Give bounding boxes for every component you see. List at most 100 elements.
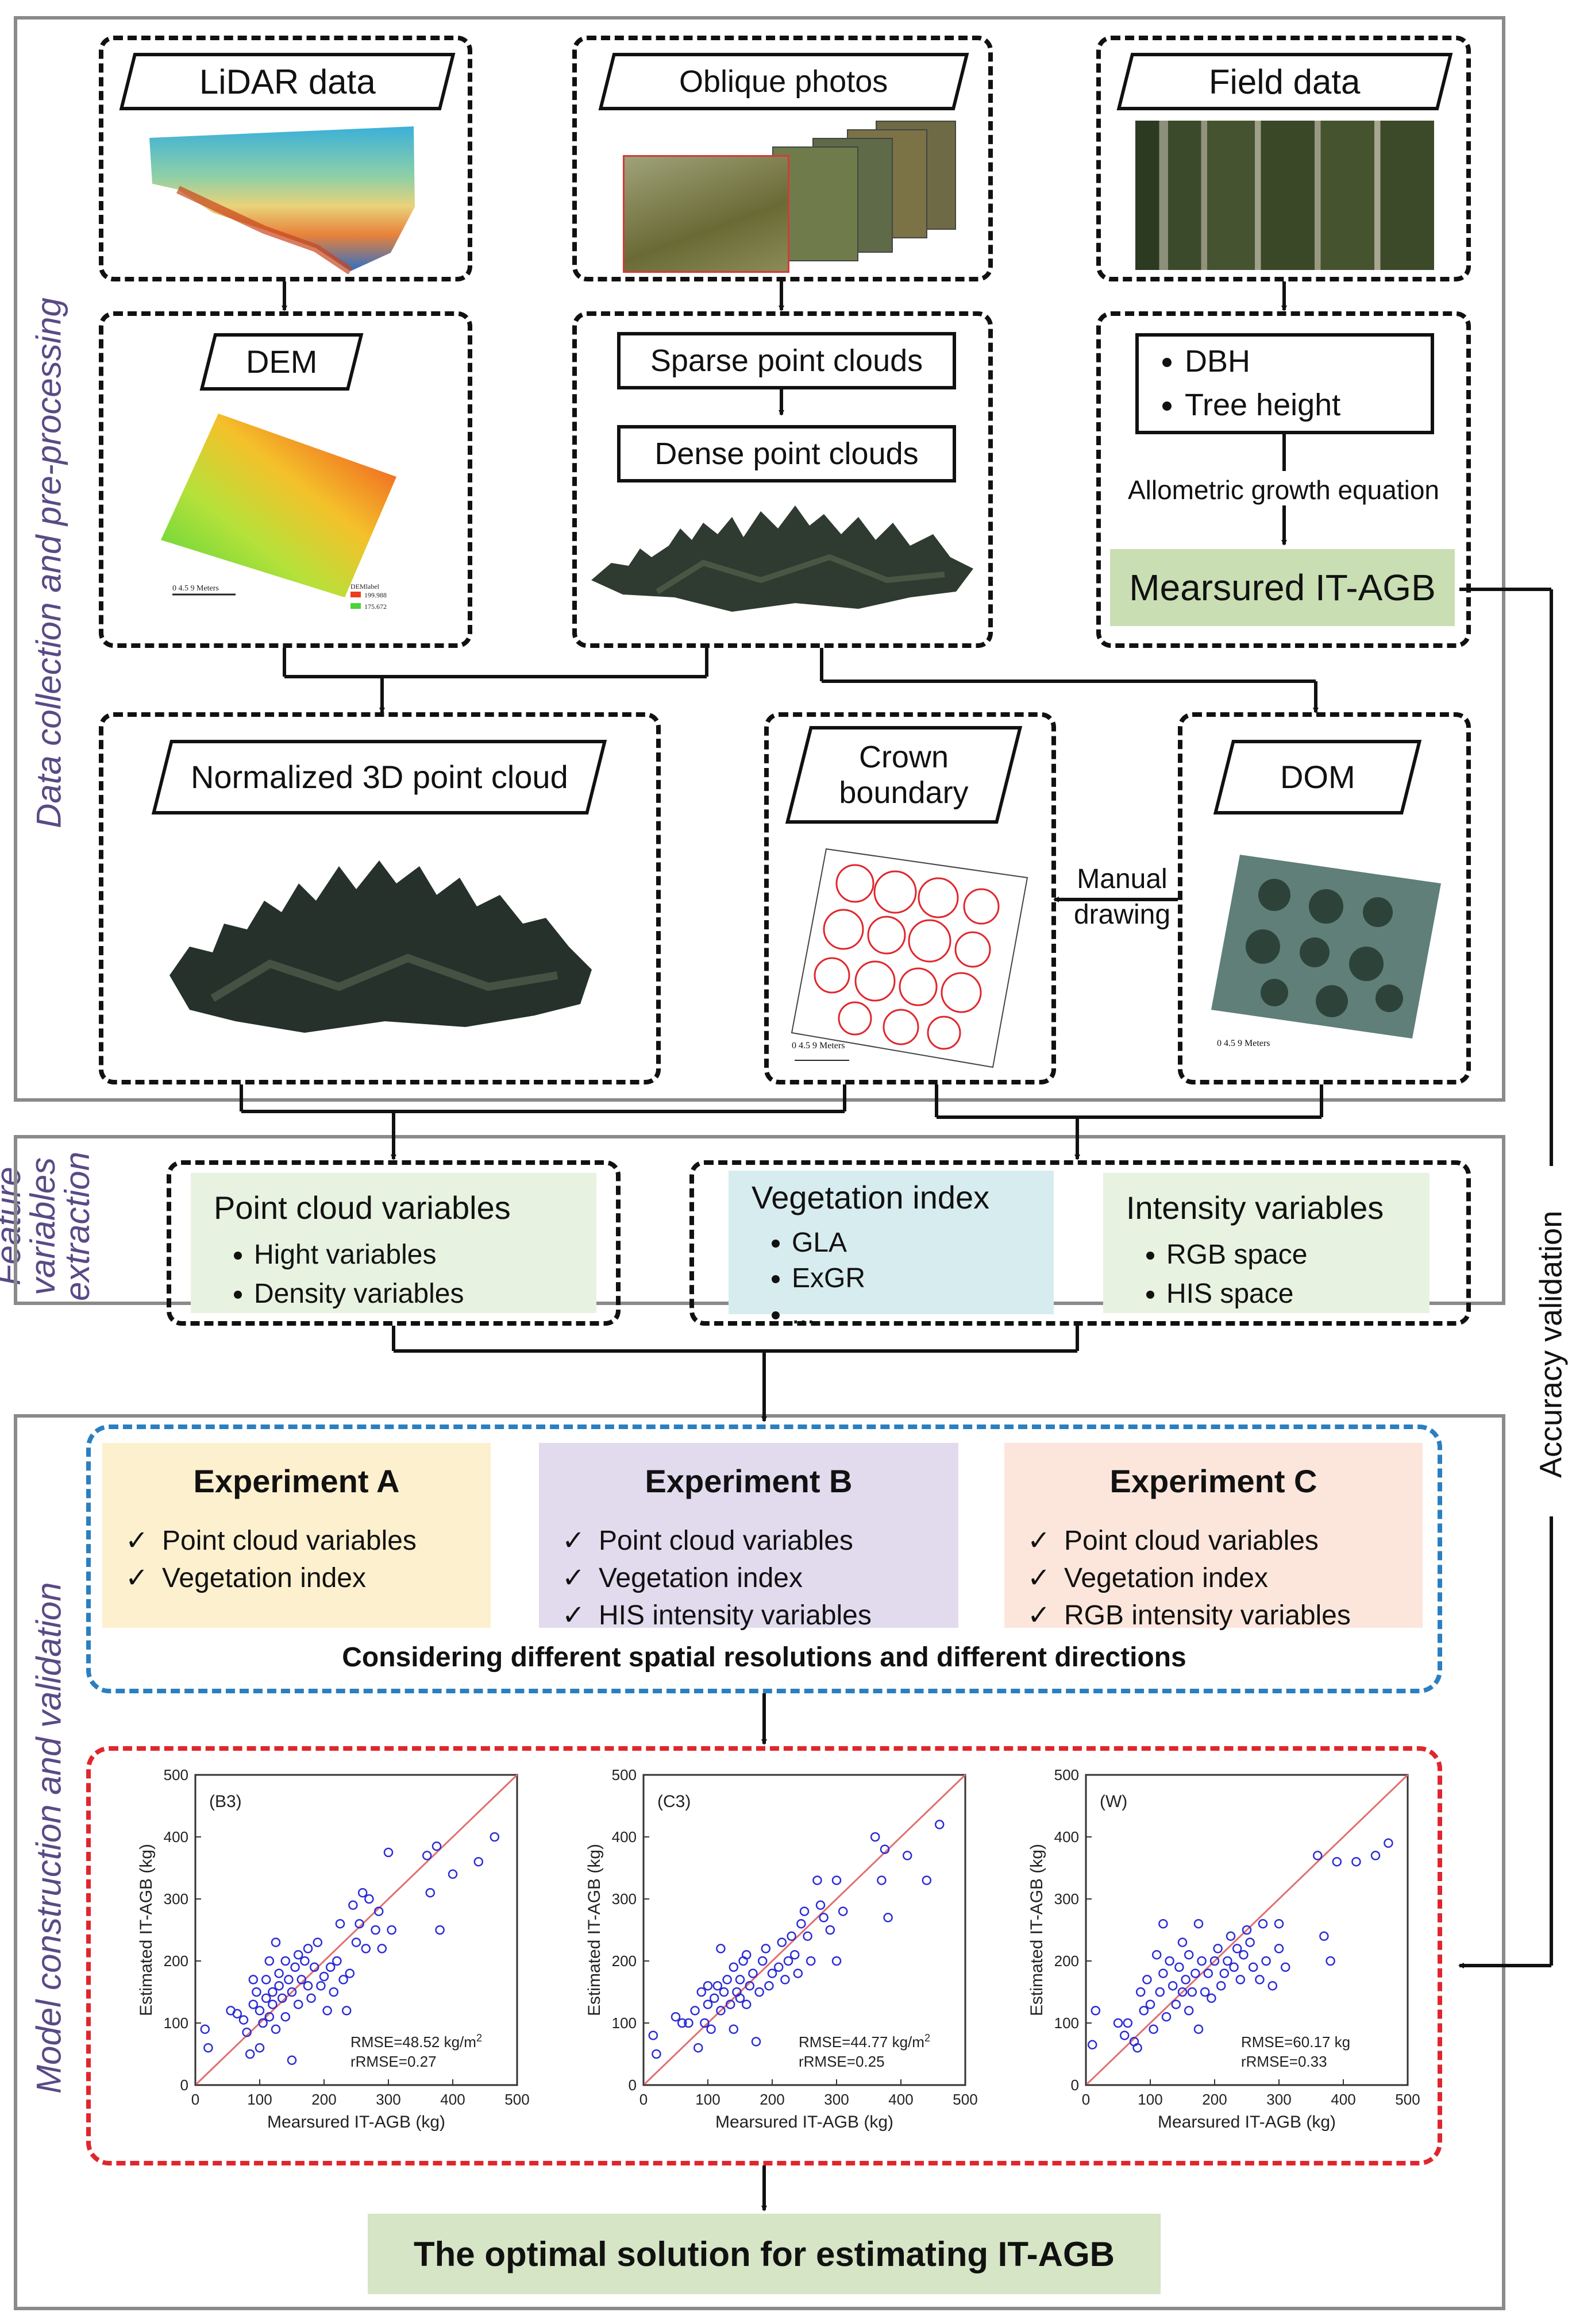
data-point [264,1956,275,1966]
data-point [1161,2012,1172,2022]
data-point [1216,1981,1226,1991]
data-point [783,1956,793,1966]
validation-charts-box [86,1746,1442,2165]
lidar-image [149,126,415,275]
y-tick-label: 300 [1054,1890,1079,1908]
data-point [1239,1949,1249,1960]
data-point [255,2006,265,2016]
data-point [490,1832,500,1842]
data-point [741,1999,752,2009]
dom-scale: 0 4.5 9 Meters [1217,1039,1270,1048]
one-to-one-line [642,1774,966,2086]
data-point [425,1887,436,1898]
rrmse-label: rRMSE=0.27 [350,2053,437,2070]
data-point [1184,2006,1194,2016]
data-point [877,1875,887,1885]
intensity-rgb: RGB space [1166,1236,1407,1275]
intensity-his: HIS space [1166,1275,1407,1314]
data-point [696,1987,707,1997]
data-point [1232,1944,1242,1954]
data-point [280,2012,291,2022]
rmse-label: RMSE=60.17 kg [1241,2033,1350,2051]
data-point [1326,1956,1335,1966]
data-point [200,2024,210,2035]
model-panel [14,1414,1505,2310]
data-point [780,1975,790,1985]
y-tick-label: 500 [1054,1766,1079,1783]
data-point [1158,1918,1168,1929]
data-point [1258,1918,1268,1929]
normalized-cloud-image [169,860,592,1033]
vegetation-index: Vegetation index GLA ExGR ... [729,1171,1054,1330]
x-tick-label: 400 [888,2091,913,2108]
y-tick-label: 400 [164,1828,188,1846]
data-point [364,1894,374,1904]
data-point [883,1913,893,1922]
data-point [1280,1962,1290,1972]
dem-legend-title: DEMlabel [350,582,380,590]
data-point [293,1949,303,1960]
dom-box: DOM 0 4.5 9 Meters [1178,712,1471,1084]
dense-cloud-image [591,505,973,612]
y-tick-label: 400 [612,1828,637,1846]
data-point [264,2012,275,2022]
vegetation-exgr: ExGR [792,1261,1031,1296]
panel-label: (C3) [657,1792,691,1811]
data-point [319,1971,329,1982]
data-point [793,1968,803,1978]
x-tick-label: 200 [311,2091,336,2108]
data-point [777,1937,787,1947]
data-point [293,1999,303,2009]
y-tick-label: 200 [1054,1952,1079,1970]
measured-text: Mearsured IT-AGB [1129,567,1436,608]
x-tick-label: 500 [953,2091,977,2108]
dem-map: 0 4.5 9 Meters DEMlabel 199.988 175.672 [161,414,396,611]
data-point [1261,1956,1271,1966]
x-tick-label: 0 [1082,2091,1090,2108]
allometric-label: Allometric growth equation [1101,474,1466,505]
data-point [361,1944,371,1954]
oblique-label-text: Oblique photos [679,64,888,99]
data-point [789,1949,800,1960]
experiment-b-title: Experiment B [645,1463,853,1499]
field-box: Field data [1096,36,1471,281]
data-point [287,2055,297,2066]
lidar-label: LiDAR data [119,53,456,110]
x-tick-label: 300 [824,2091,849,2108]
accuracy-validation-label: Accuracy validation [1534,1210,1569,1478]
intensity-vars-title: Intensity variables [1126,1190,1384,1226]
data-point [351,1937,361,1947]
x-tick-label: 500 [1395,2091,1420,2108]
data-point [735,1975,745,1985]
data-point [652,2049,661,2059]
y-tick-label: 300 [612,1890,637,1908]
dem-label: DEM [199,333,364,391]
data-point [716,2006,726,2016]
data-point [329,1987,339,1997]
data-point [1135,1987,1146,1997]
experiment-b: Experiment B Point cloud variables Veget… [539,1443,958,1631]
data-point [341,2006,352,2016]
data-point [248,1999,259,2009]
data-point [684,2018,693,2028]
data-point [303,1981,313,1991]
optimal-solution-box: The optimal solution for estimating IT-A… [368,2214,1161,2294]
field-photo [1135,121,1434,270]
data-point [831,1875,842,1885]
data-point [1384,1838,1393,1848]
data-point [757,1956,768,1966]
data-point [1193,2024,1204,2035]
x-tick-label: 500 [504,2091,529,2108]
data-point [1190,1968,1200,1978]
y-tick-label: 500 [612,1766,637,1783]
y-tick-label: 300 [164,1890,188,1908]
data-point [1370,1851,1381,1860]
x-tick-label: 0 [191,2091,199,2108]
point-cloud-var-hight: Hight variables [254,1236,573,1275]
x-tick-label: 400 [1331,2091,1355,2108]
data-point [1219,1968,1230,1978]
data-point [1209,1956,1220,1966]
data-point [1181,1975,1190,1985]
crown-label: Crown boundary [785,726,1023,824]
data-point [238,2015,249,2025]
